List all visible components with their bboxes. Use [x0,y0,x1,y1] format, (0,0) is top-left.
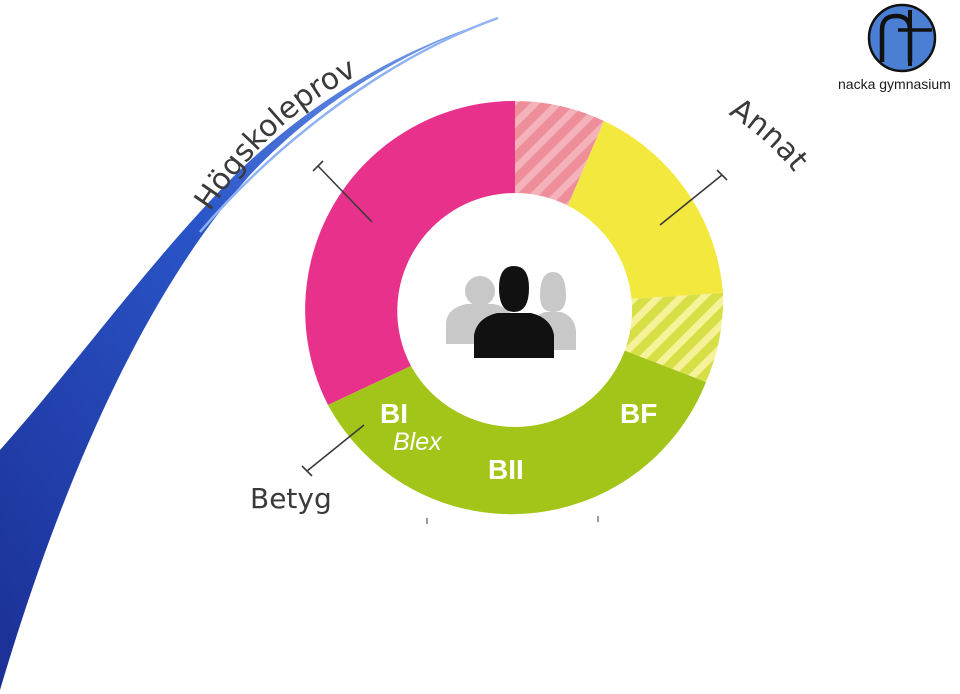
segment-hatched-pink [515,101,604,210]
segment-label-blex: Blex [393,428,442,456]
leader-hogskoleprov [312,160,373,223]
logo-name: nacka gymnasium [838,76,951,92]
segment-label-bf: BF [620,398,658,429]
segment-label-bi: BI [380,398,408,429]
segment-hogskoleprov [305,100,515,405]
donut-ring [305,100,724,515]
segment-hatched-yellow [623,293,724,382]
leader-annat [659,169,728,226]
blue-swoosh-decoration [0,18,498,690]
label-annat: Annat [724,91,815,177]
nacka-logo-icon [867,3,937,73]
segment-betyg [328,350,706,515]
label-betyg: Betyg [250,482,332,515]
blue-swoosh-highlight [199,16,499,233]
leader-betyg [301,424,365,477]
group-people-icon [446,266,576,358]
segment-label-bii: BII [488,454,524,485]
segment-annat [566,121,723,299]
label-hogskoleprov: Högskoleprov [188,51,362,216]
